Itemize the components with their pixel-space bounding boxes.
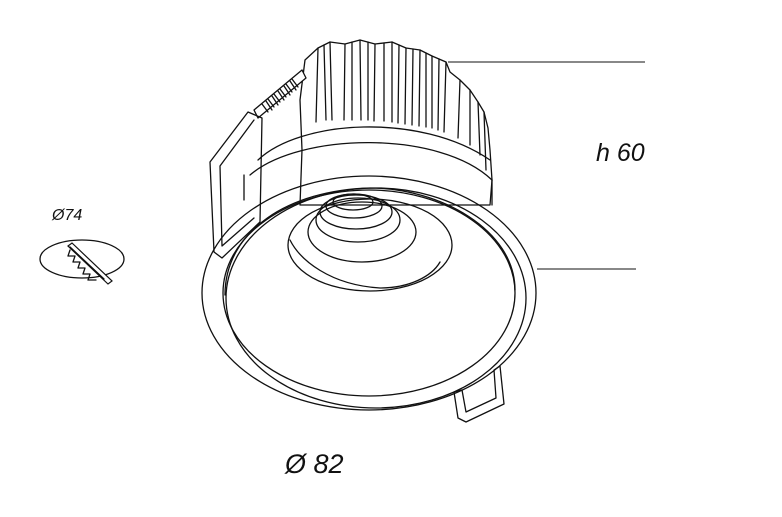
- diameter-label: Ø 82: [284, 449, 344, 479]
- cutout-diameter-label: Ø74: [51, 207, 82, 224]
- height-label: h 60: [596, 139, 645, 167]
- cutout-saw-icon: Ø74: [39, 207, 125, 285]
- recessed-downlight-drawing: [201, 39, 537, 423]
